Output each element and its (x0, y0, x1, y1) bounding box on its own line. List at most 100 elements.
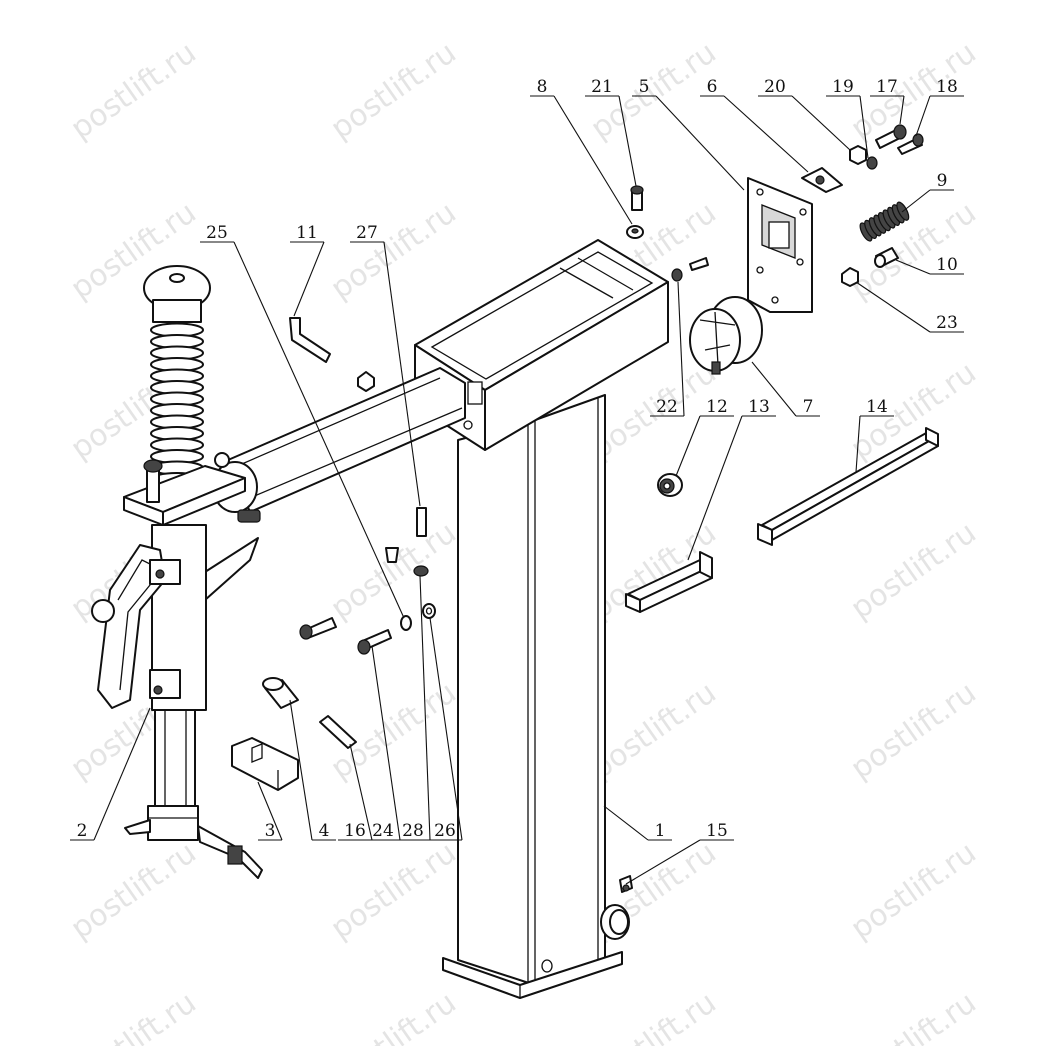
watermark-text: postlift.ru (325, 985, 463, 1046)
part-3-bracket (231, 737, 299, 791)
callout-26: 26 (428, 617, 463, 841)
part-21-bolt (630, 185, 644, 211)
part-10-pin (874, 247, 899, 268)
callout-label: 20 (764, 77, 786, 97)
callout-label: 26 (434, 821, 456, 841)
part-28-washer (413, 565, 429, 577)
callout-20: 20 (758, 77, 851, 151)
callout-label: 1 (655, 821, 666, 841)
callout-label: 17 (876, 77, 898, 97)
watermark-text: postlift.ru (65, 35, 203, 146)
callout-21: 21 (585, 77, 637, 187)
callout-8: 8 (530, 77, 633, 225)
callout-label: 11 (296, 223, 318, 243)
watermark-text: postlift.ru (845, 835, 983, 946)
callout-7: 7 (751, 361, 820, 417)
callout-label: 19 (832, 77, 854, 97)
callout-22: 22 (650, 281, 685, 417)
callout-label: 7 (803, 397, 814, 417)
callout-11: 11 (290, 223, 325, 317)
callout-15: 15 (625, 821, 734, 885)
callout-label: 4 (319, 821, 330, 841)
callout-13: 13 (687, 397, 776, 561)
callout-label: 14 (866, 397, 888, 417)
part-11-l-pin (289, 317, 331, 363)
callout-label: 10 (936, 255, 958, 275)
watermark-text: postlift.ru (325, 835, 463, 946)
callout-label: 27 (356, 223, 378, 243)
callout-label: 8 (537, 77, 548, 97)
callout-18: 18 (915, 77, 964, 137)
callout-label: 16 (344, 821, 366, 841)
part-20-nut (849, 145, 867, 165)
callout-17: 17 (870, 77, 905, 125)
callout-label: 21 (591, 77, 613, 97)
bellows-assembly (123, 265, 246, 526)
callout-label: 12 (706, 397, 728, 417)
callout-label: 13 (748, 397, 770, 417)
part-25-nut (400, 615, 412, 631)
part-17-bolt (875, 124, 907, 149)
part-27-pin (416, 507, 427, 537)
callout-5: 5 (632, 77, 745, 191)
callout-label: 15 (706, 821, 728, 841)
callout-label: 3 (265, 821, 276, 841)
part-4-bushing (262, 677, 299, 709)
callout-label: 25 (206, 223, 228, 243)
watermark-text: postlift.ru (845, 35, 983, 146)
small-bolt-22 (689, 257, 709, 271)
callout-25: 25 (200, 223, 405, 619)
watermark-text: postlift.ru (845, 675, 983, 786)
part-18-bolt (897, 133, 924, 155)
callout-label: 23 (936, 313, 958, 333)
part-8-washer (626, 225, 644, 239)
callout-9: 9 (901, 171, 954, 213)
callout-28: 28 (396, 575, 431, 841)
callout-23: 23 (855, 281, 964, 333)
callout-2: 2 (70, 707, 151, 841)
watermark-text: postlift.ru (845, 515, 983, 626)
handle-lever (91, 544, 181, 709)
part-12-roller (657, 473, 683, 497)
part-1-column (442, 394, 630, 999)
watermark-text: postlift.ru (585, 985, 723, 1046)
part-9-spring (859, 201, 910, 242)
part-23-nut (841, 267, 859, 287)
callout-12: 12 (675, 397, 734, 477)
callout-label: 18 (936, 77, 958, 97)
callout-label: 6 (707, 77, 718, 97)
callout-1: 1 (603, 805, 672, 841)
part-22-washer (671, 268, 683, 282)
part-13-slide-bar (625, 551, 713, 613)
part-6-latch (801, 167, 843, 193)
watermark-text: postlift.ru (325, 35, 463, 146)
part-14-long-bar (757, 427, 939, 546)
callout-27: 27 (350, 223, 421, 507)
watermark-text: postlift.ru (65, 985, 203, 1046)
part-19-washer (866, 156, 878, 170)
callout-6: 6 (700, 77, 809, 173)
part-26-washer (422, 603, 436, 619)
watermark-text: postlift.ru (325, 195, 463, 306)
loose-nut-upper (357, 371, 375, 392)
callout-label: 22 (656, 397, 678, 417)
callout-10: 10 (895, 255, 964, 275)
part-16-pin (319, 715, 357, 749)
part-24-bolt (357, 629, 392, 655)
callout-label: 9 (937, 171, 948, 191)
callout-19: 19 (826, 77, 869, 159)
loose-grease-fitting (385, 547, 399, 563)
callout-24: 24 (366, 645, 401, 841)
part-7-cam-wheel (689, 296, 763, 375)
callout-label: 28 (402, 821, 424, 841)
callout-label: 2 (77, 821, 88, 841)
callout-label: 5 (639, 77, 650, 97)
callout-14: 14 (855, 397, 894, 473)
callout-4: 4 (289, 699, 336, 841)
watermark-text: postlift.ru (845, 985, 983, 1046)
watermark-text: postlift.ru (65, 835, 203, 946)
part-5-plate (747, 177, 813, 313)
callout-3: 3 (257, 781, 283, 841)
